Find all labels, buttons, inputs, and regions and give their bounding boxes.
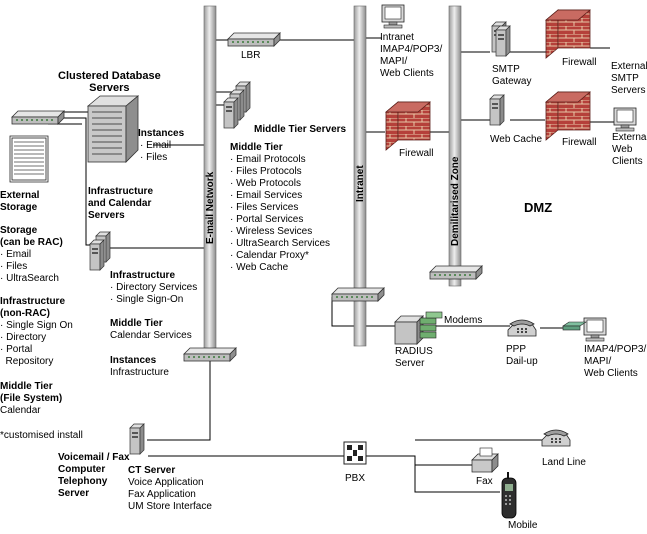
intranet-hub-icon: [331, 287, 385, 302]
voicemail-title: Voicemail / Fax Computer Telephony Serve…: [58, 452, 130, 499]
pbx-icon: [343, 441, 367, 465]
mobile-phone-icon: [501, 472, 517, 519]
firewall-mid-icon: [385, 101, 431, 151]
storage-hub-icon: [11, 110, 65, 125]
land-line-label: Land Line: [542, 457, 586, 468]
firewall-mid-label: Firewall: [399, 148, 434, 159]
intranet-label: Intranet: [355, 165, 366, 202]
fax-label: Fax: [476, 476, 493, 487]
mobile-label: Mobile: [508, 520, 538, 531]
clustered-db-server-icon: [86, 95, 140, 163]
middle-tier2-items: Calendar Services: [110, 330, 192, 341]
middle-tier2-title: Middle Tier: [110, 318, 163, 329]
middle-tier-items: · Email Protocols · Files Protocols · We…: [230, 154, 331, 273]
dmz-hub-icon: [429, 265, 483, 280]
modems-label: Modems: [444, 315, 483, 326]
infrastructure-items: · Directory Services · Single Sign-On: [110, 282, 198, 305]
middle-tier-title: Middle Tier: [230, 142, 283, 153]
intranet-client-monitor-icon: [381, 4, 405, 29]
customised-install-note: *customised install: [0, 430, 83, 441]
external-smtp-label: External SMTP Servers: [611, 61, 647, 96]
clustered-db-title: Clustered Database Servers: [58, 70, 161, 94]
middle-tier-servers-title: Middle Tier Servers: [254, 124, 347, 135]
middle-tier-fs-items: Calendar: [0, 405, 41, 416]
modems-icon: [419, 311, 443, 339]
firewall-top-label: Firewall: [562, 57, 597, 68]
ct-server-items: Voice Application Fax Application UM Sto…: [128, 477, 212, 512]
dialup-clients-label: IMAP4/POP3/ MAPI/ Web Clients: [584, 344, 647, 379]
land-line-phone-icon: [541, 429, 571, 447]
ppp-dialup-label: PPP Dail-up: [506, 344, 538, 367]
firewall-right-label: Firewall: [562, 137, 597, 148]
instances-top-title: Instances: [138, 128, 185, 139]
laptop-modem-icon: [562, 321, 587, 331]
external-storage-label: External Storage: [0, 190, 40, 213]
middle-tier-fs-title: Middle Tier (File System): [0, 381, 63, 404]
infra-nonrac-title: Infrastructure (non-RAC): [0, 296, 66, 319]
dialup-client-monitor-icon: [583, 317, 607, 342]
email-network-hub-icon: [183, 347, 237, 362]
dmz-label: DMZ: [524, 200, 553, 215]
email-network-label: E-mail Network: [205, 171, 216, 244]
dmz-pole: [448, 5, 462, 287]
infra-calendar-title: Infrastructure and Calendar Servers: [88, 186, 154, 221]
lbr-label: LBR: [241, 50, 261, 61]
storage-title: Storage (can be RAC): [0, 225, 63, 248]
smtp-gateway-icon: [491, 21, 511, 57]
ct-server-icon: [129, 423, 145, 455]
storage-items: · Email · Files · UltraSearch: [0, 249, 59, 284]
intranet-clients-label: Intranet IMAP4/POP3/ MAPI/ Web Clients: [380, 32, 443, 79]
external-web-clients-label: External Web Clients: [612, 132, 647, 167]
firewall-right-icon: [545, 91, 591, 141]
firewall-top-icon: [545, 9, 591, 59]
fax-icon: [471, 447, 499, 473]
infrastructure-title: Infrastructure: [110, 270, 176, 281]
middle-tier-servers-icon: [223, 81, 251, 129]
instances-top-items: · Email · Files: [140, 140, 172, 163]
instances2-title: Instances: [110, 355, 157, 366]
web-cache-server-icon: [489, 94, 505, 126]
pbx-label: PBX: [345, 473, 366, 484]
ppp-phone-icon: [507, 319, 537, 337]
intranet-pole: [353, 5, 367, 347]
external-storage-icon: [9, 135, 49, 183]
infra-nonrac-items: · Single Sign On · Directory · Portal Re…: [0, 320, 73, 367]
dmz-zone-label: Demilitarised Zone: [450, 156, 461, 246]
instances2-items: Infrastructure: [110, 367, 169, 378]
external-web-client-monitor-icon: [613, 107, 637, 132]
infrastructure-servers-icon: [89, 231, 111, 271]
ct-server-title: CT Server: [128, 465, 176, 476]
radius-server-label: RADIUS Server: [395, 346, 433, 369]
radius-server-icon: [394, 315, 424, 345]
smtp-gateway-label: SMTP Gateway: [492, 64, 532, 87]
web-cache-label: Web Cache: [490, 134, 543, 145]
lbr-switch-icon: [227, 32, 281, 47]
